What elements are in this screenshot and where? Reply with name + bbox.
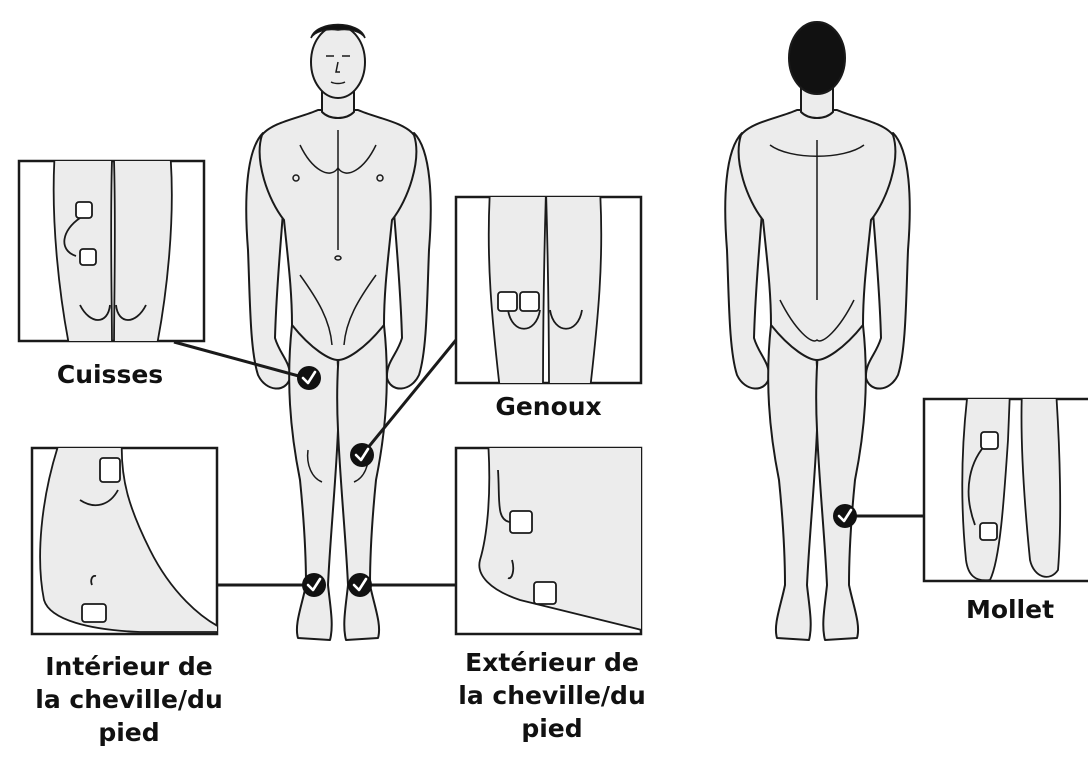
label-exterieur-line1: Extérieur de [437, 646, 667, 679]
electrode-pad-icon [520, 292, 539, 311]
inset-mollet [924, 390, 1088, 581]
label-cuisses: Cuisses [20, 358, 200, 391]
label-exterieur-line3: pied [437, 712, 667, 745]
label-exterieur-line2: la cheville/du [437, 679, 667, 712]
inset-cuisses [19, 150, 204, 350]
electrode-pad-icon [76, 202, 92, 218]
electrode-pad-icon [498, 292, 517, 311]
electrode-pad-icon [534, 582, 556, 604]
electrode-pad-icon [980, 523, 997, 540]
back-left-leg [768, 325, 818, 640]
back-figure [725, 22, 910, 640]
back-right-leg [816, 325, 866, 640]
label-interieur-line3: pied [14, 716, 244, 749]
label-interieur-line1: Intérieur de [14, 650, 244, 683]
front-figure [246, 26, 431, 640]
label-exterieur: Extérieur de la cheville/du pied [437, 646, 667, 745]
label-genoux: Genoux [456, 390, 641, 423]
label-mollet: Mollet [940, 593, 1080, 626]
checkmark-circle-icon [350, 443, 374, 467]
inset-genoux [456, 190, 641, 390]
inset-interieur [32, 440, 230, 634]
label-interieur: Intérieur de la cheville/du pied [14, 650, 244, 749]
label-interieur-line2: la cheville/du [14, 683, 244, 716]
electrode-pad-icon [100, 458, 120, 482]
checkmark-circle-icon [297, 366, 321, 390]
electrode-pad-icon [981, 432, 998, 449]
electrode-pad-icon [80, 249, 96, 265]
back-head [789, 22, 845, 94]
checkmark-circle-icon [833, 504, 857, 528]
inset-exterieur [456, 440, 650, 634]
checkmark-circle-icon [302, 573, 326, 597]
checkmark-circle-icon [348, 573, 372, 597]
electrode-pad-icon [82, 604, 106, 622]
electrode-pad-icon [510, 511, 532, 533]
